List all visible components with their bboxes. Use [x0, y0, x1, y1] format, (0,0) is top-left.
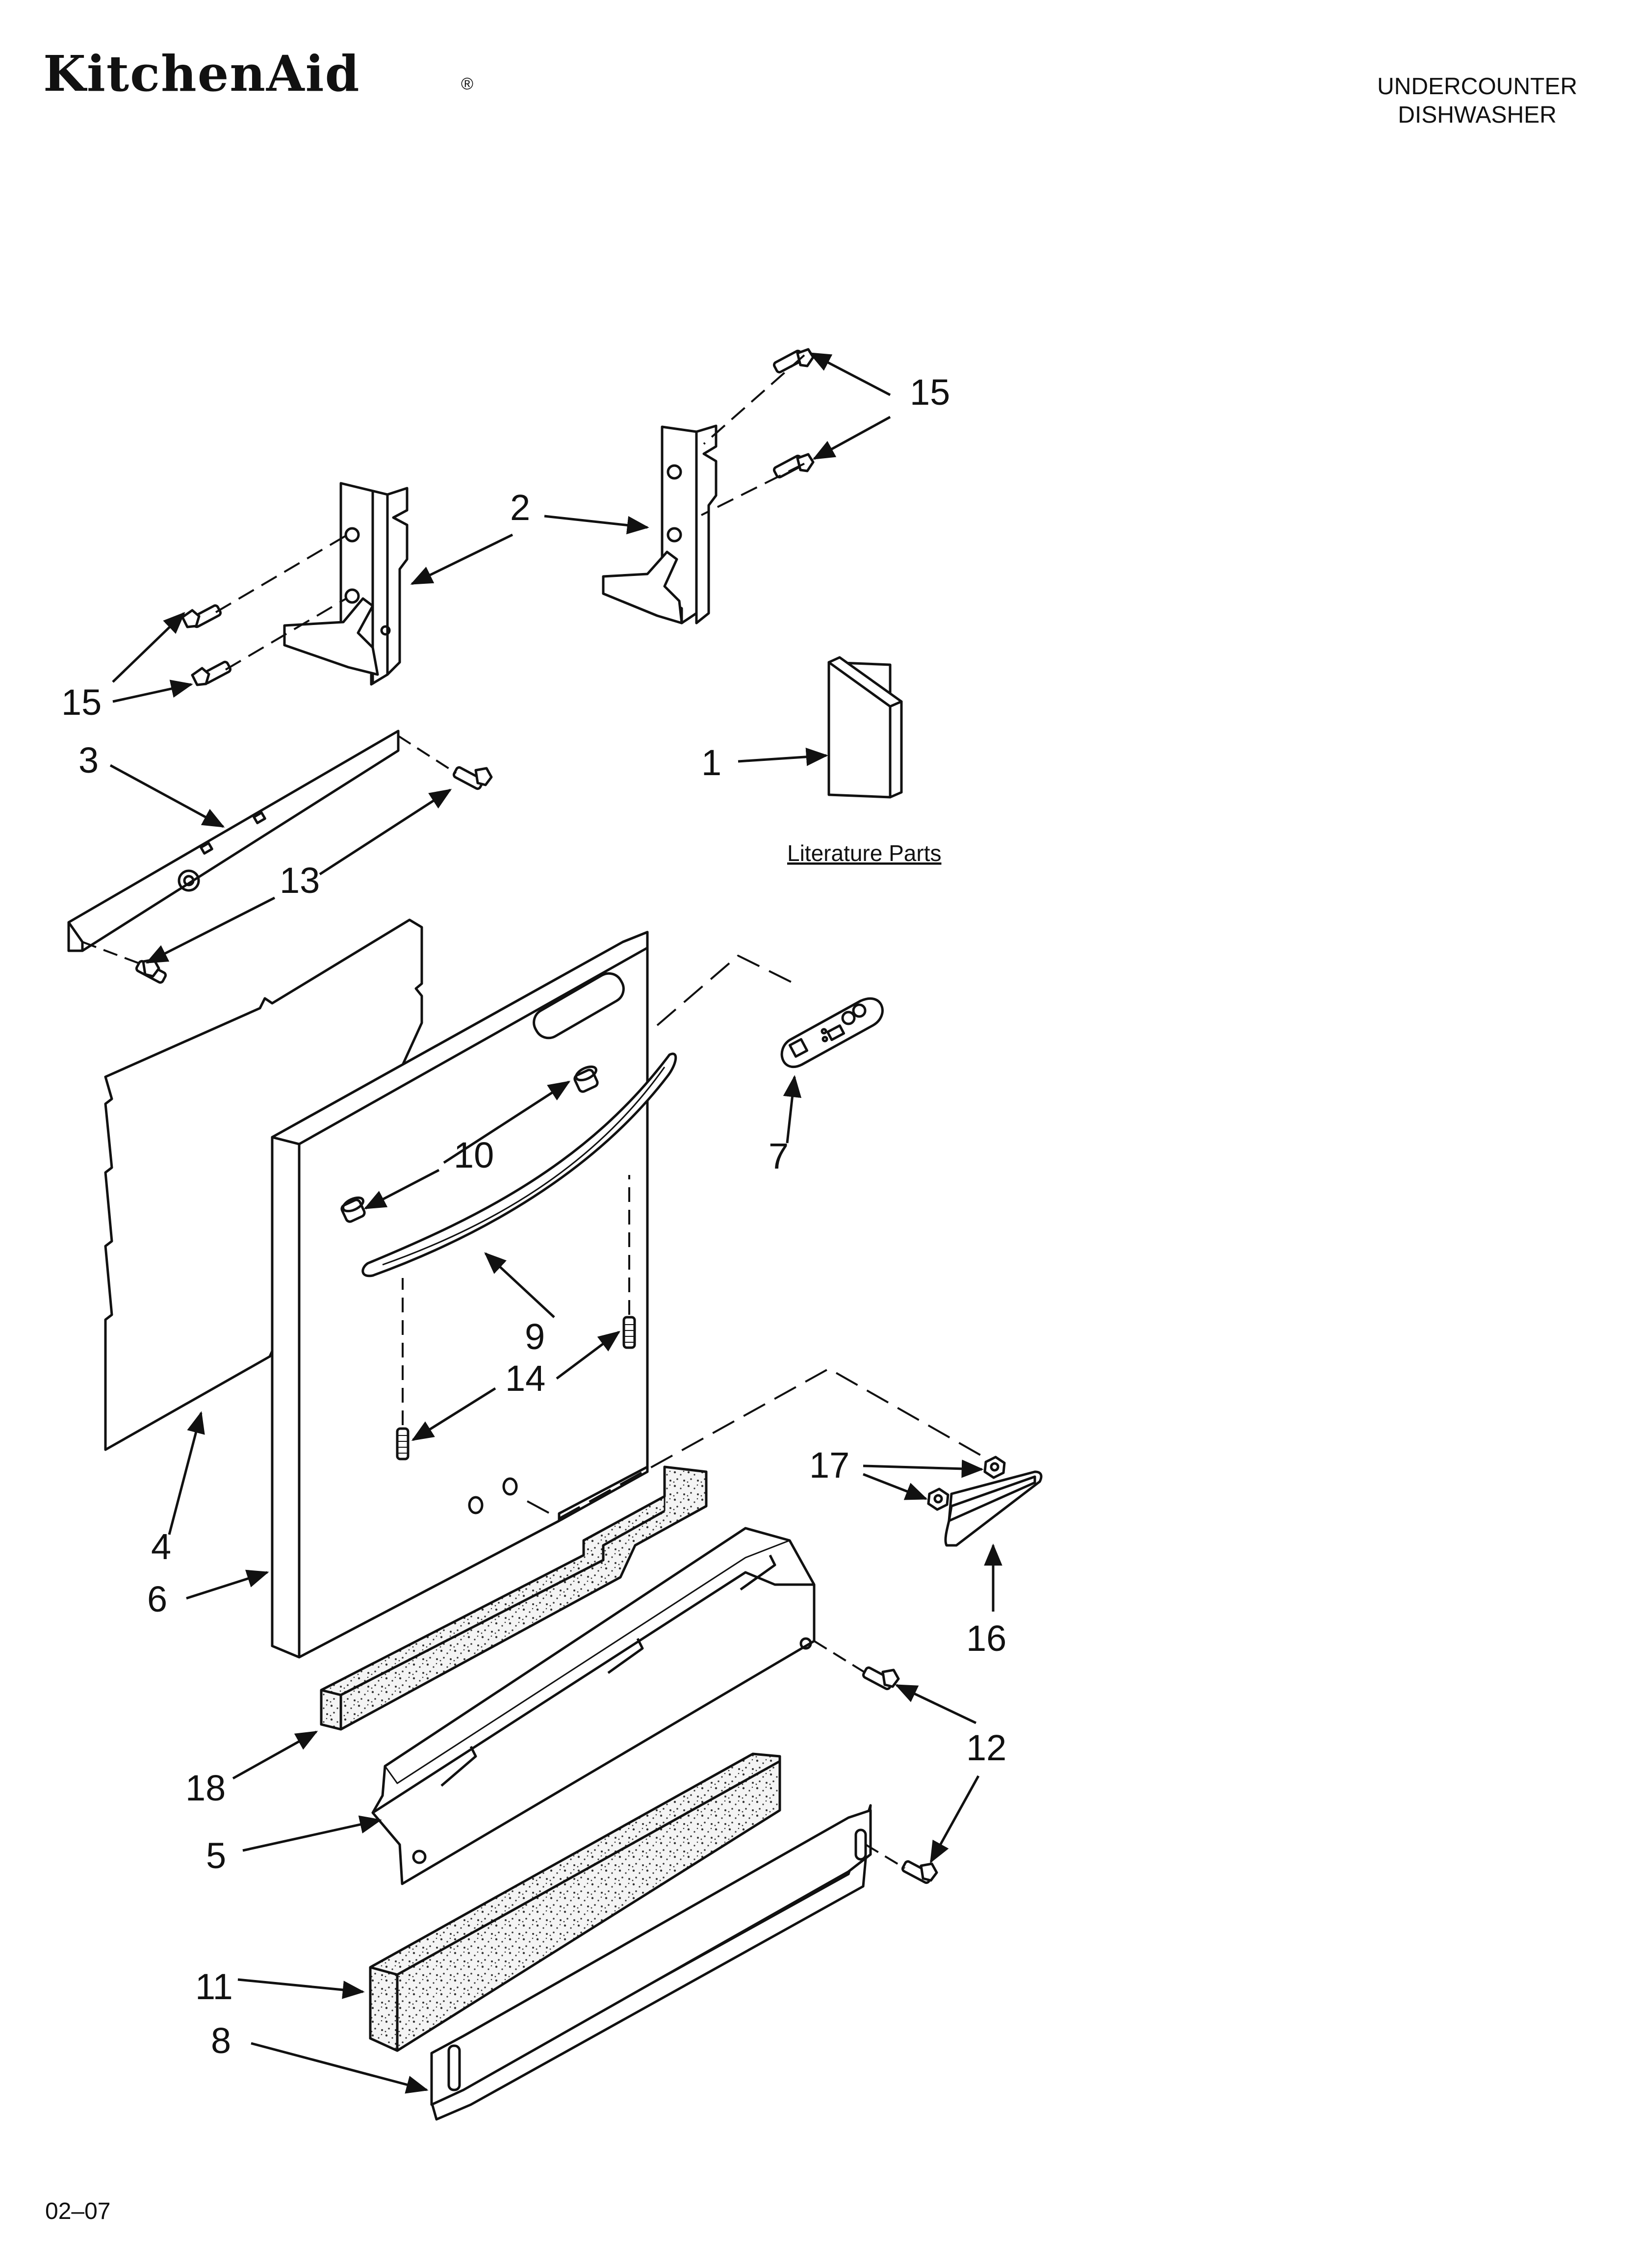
callout-17: 17: [809, 1445, 849, 1486]
screw-15-upper-1: [772, 348, 815, 374]
callout-leaders: [109, 352, 1002, 2094]
callout-3: 3: [78, 740, 99, 781]
screw-12-upper: [862, 1666, 900, 1691]
alignment-lines-13: [82, 735, 457, 965]
callout-2: 2: [510, 487, 530, 528]
callout-18: 18: [185, 1768, 226, 1808]
handle-spacer-upper: [573, 1065, 599, 1093]
callout-11: 11: [195, 1966, 233, 2007]
alignment-line-badge: [527, 1368, 989, 1519]
alignment-lines-handle: [402, 1175, 630, 1425]
logo-badge: [944, 1470, 1043, 1547]
callout-14: 14: [505, 1358, 545, 1399]
callout-16: 16: [966, 1618, 1006, 1659]
door-handle: [361, 1052, 677, 1277]
outer-door-panel: [271, 931, 649, 1659]
toe-plate-insulation-upper: [320, 1465, 708, 1731]
stud-upper: [622, 1316, 636, 1349]
callout-13: 13: [280, 860, 320, 901]
callout-15-top: 15: [910, 372, 950, 413]
access-panel-bracket: [67, 730, 400, 952]
date-code: 02–07: [45, 2198, 111, 2224]
callout-6: 6: [147, 1579, 167, 1619]
callout-8: 8: [211, 2020, 231, 2061]
alignment-lines-12: [813, 1640, 906, 1869]
screw-15-upper-2: [772, 453, 815, 479]
handle-spacer-lower: [340, 1196, 366, 1223]
callout-15-left: 15: [61, 682, 102, 723]
inner-door-panel: [104, 918, 423, 1451]
toe-plate-insulation-lower: [369, 1752, 781, 2052]
alignment-line-control: [656, 955, 795, 1026]
stud-lower: [396, 1427, 410, 1460]
literature-parts-book: [827, 656, 903, 799]
product-type-line1: UNDERCOUNTER: [1377, 74, 1577, 100]
registered-mark: ®: [461, 75, 474, 93]
callout-5: 5: [206, 1835, 226, 1876]
screw-12-lower: [901, 1860, 938, 1884]
mounting-bracket-left: [283, 482, 409, 686]
product-type: UNDERCOUNTER DISHWASHER: [1377, 73, 1577, 130]
screw-15-left-2: [191, 660, 232, 686]
nut-17-lower: [927, 1487, 949, 1511]
callout-12: 12: [966, 1727, 1006, 1768]
brand-logo: KitchenAid: [43, 45, 360, 103]
literature-parts-label: Literature Parts: [787, 840, 941, 866]
callout-10: 10: [454, 1135, 494, 1175]
mounting-bracket-right: [602, 424, 718, 625]
screw-13-upper: [452, 766, 493, 790]
toe-plate-bracket: [371, 1527, 816, 1885]
nut-17-upper: [983, 1456, 1006, 1479]
control-panel-insert: [780, 997, 884, 1069]
alignment-lines-brackets: [215, 354, 805, 671]
product-type-line2: DISHWASHER: [1398, 102, 1557, 128]
screw-15-left-1: [181, 604, 222, 628]
callout-1: 1: [701, 742, 721, 783]
callout-4: 4: [151, 1526, 171, 1567]
callout-7: 7: [769, 1136, 789, 1176]
screw-13-lower: [135, 958, 167, 984]
callout-9: 9: [525, 1316, 545, 1357]
